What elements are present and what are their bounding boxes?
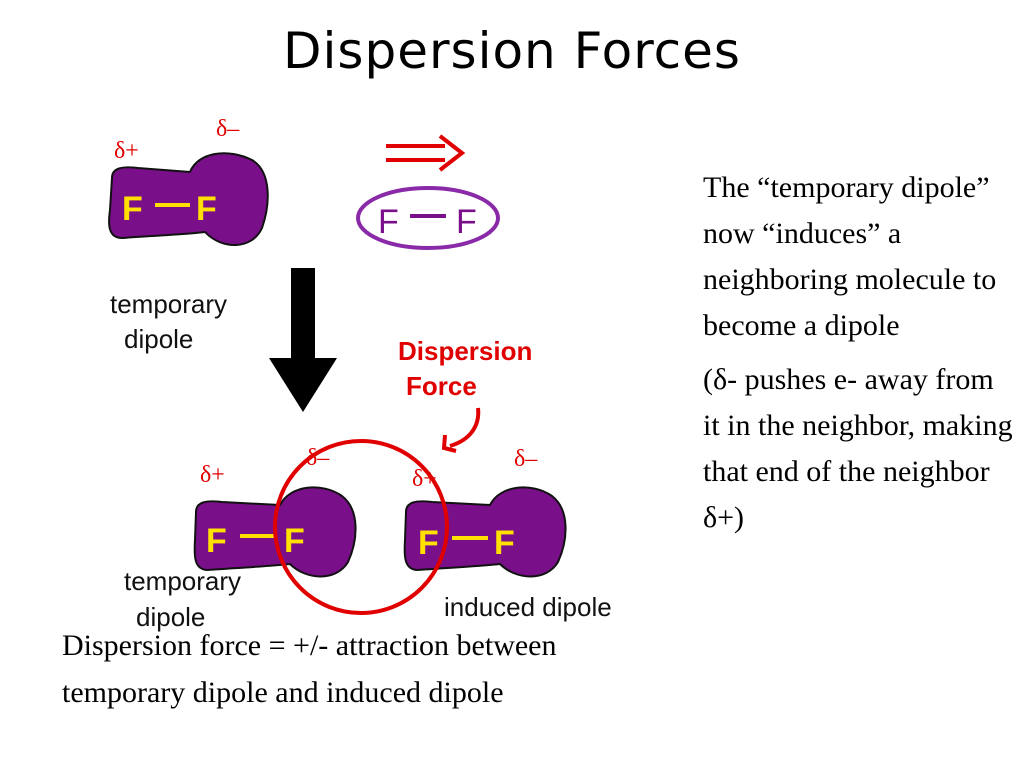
bottom-left-molecule-atom-right: F bbox=[284, 522, 305, 560]
interaction-circle bbox=[273, 439, 449, 615]
dispersion-force-label-2: Force bbox=[406, 371, 477, 401]
bottom-right-molecule: F F δ+ δ– induced dipole bbox=[403, 446, 612, 622]
bottom-left-molecule-atom-left: F bbox=[206, 522, 227, 560]
top-molecule: F F δ+ δ– temporary dipole bbox=[108, 116, 269, 354]
top-molecule-caption-1: temporary bbox=[110, 289, 227, 319]
top-molecule-atom-right: F bbox=[196, 190, 217, 228]
bottom-left-molecule-caption-2: dipole bbox=[136, 602, 205, 632]
explanation-paragraph-2: (δ- pushes e- away from it in the neighb… bbox=[703, 363, 1013, 534]
bottom-left-molecule: F F δ+ δ– temporary dipole bbox=[124, 445, 357, 632]
bottom-right-molecule-atom-right: F bbox=[494, 524, 515, 562]
dispersion-force-label-1: Dispersion bbox=[398, 336, 532, 366]
explanation-text: The “temporary dipole” now “induces” a n… bbox=[703, 165, 1013, 549]
bottom-right-molecule-charge-right: δ– bbox=[514, 446, 538, 472]
neighbor-molecule-atom-left: F bbox=[378, 203, 399, 241]
bottom-left-molecule-charge-left: δ+ bbox=[200, 462, 225, 488]
neighbor-molecule-atom-right: F bbox=[456, 203, 477, 241]
top-molecule-atom-left: F bbox=[122, 190, 143, 228]
top-molecule-charge-right: δ– bbox=[216, 116, 240, 142]
top-molecule-charge-left: δ+ bbox=[114, 138, 139, 164]
top-molecule-caption-2: dipole bbox=[124, 324, 193, 354]
curved-arrow-icon bbox=[441, 407, 481, 453]
bottom-left-molecule-caption-1: temporary bbox=[124, 566, 241, 596]
top-molecule-blob bbox=[108, 152, 269, 246]
bottom-right-molecule-caption: induced dipole bbox=[444, 592, 612, 622]
down-arrow-icon bbox=[269, 268, 337, 412]
definition-text: Dispersion force = +/- attraction betwee… bbox=[62, 629, 557, 709]
explanation-paragraph-1: The “temporary dipole” now “induces” a n… bbox=[703, 171, 997, 342]
neighbor-molecule: F F bbox=[356, 186, 500, 250]
bottom-right-molecule-atom-left: F bbox=[418, 524, 439, 562]
double-arrow-icon bbox=[386, 134, 466, 172]
page-title: Dispersion Forces bbox=[283, 22, 741, 80]
